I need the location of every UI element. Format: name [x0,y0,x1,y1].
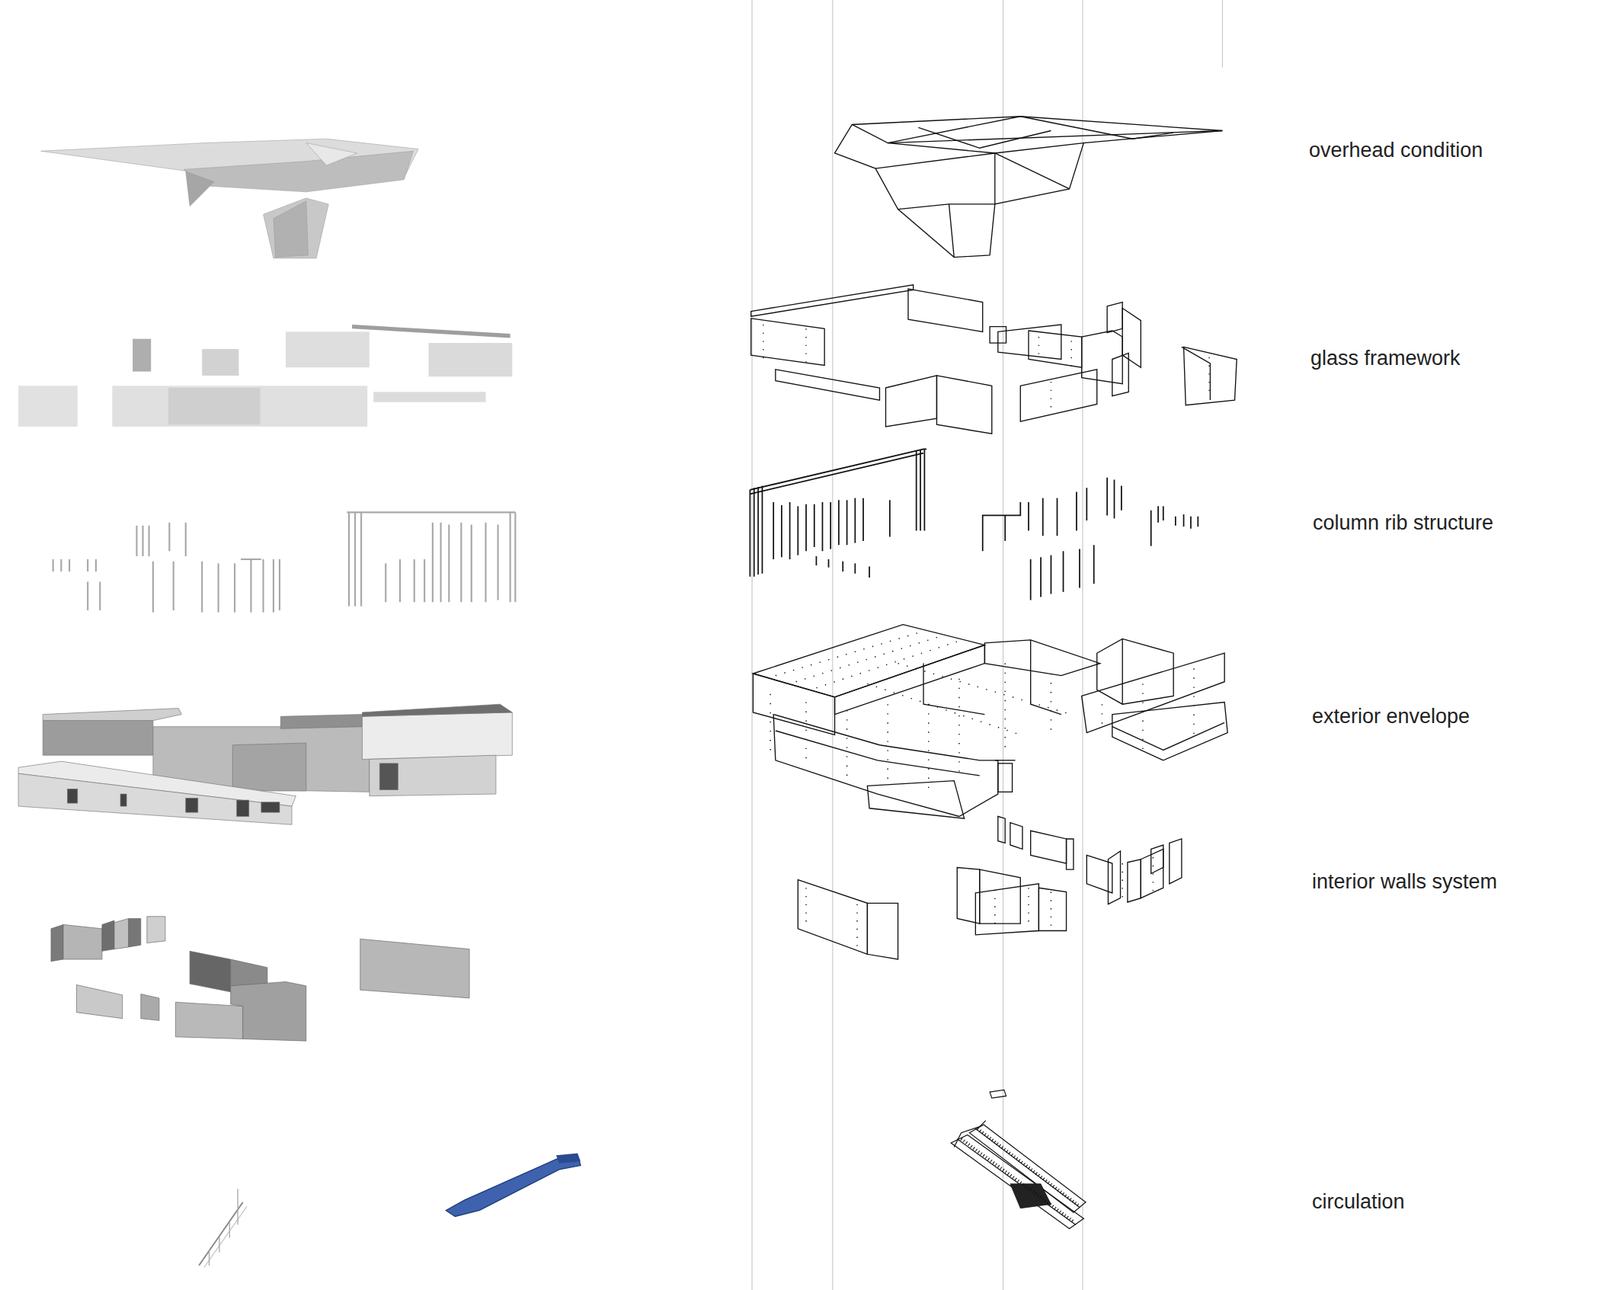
circulation-render [198,1152,581,1268]
glass-mullion-dots [763,324,1210,415]
layer-label: exterior envelope [1312,704,1470,729]
glass-render [18,324,512,427]
interior-render [51,916,470,1041]
column-wireframe [749,448,1198,600]
escalator-steps [961,1128,1080,1222]
escalator-wireframe [950,1089,1086,1229]
envelope-dots [770,632,1194,791]
column-render [53,512,516,612]
envelope-render [18,704,512,825]
layer-label: overhead condition [1308,137,1483,163]
overhead-wireframe [835,116,1223,258]
layer-label: interior walls system [1312,869,1498,894]
glass-wireframe [751,284,1237,435]
layer-label: glass framework [1310,345,1461,371]
interior-wireframe [797,816,1182,960]
guide-lines [752,0,1223,1290]
layer-label: circulation [1312,1189,1405,1214]
envelope-wireframe [752,624,1228,819]
layer-label: column rib structure [1312,510,1494,535]
overhead-render [41,138,420,259]
interior-dots [806,857,1153,948]
